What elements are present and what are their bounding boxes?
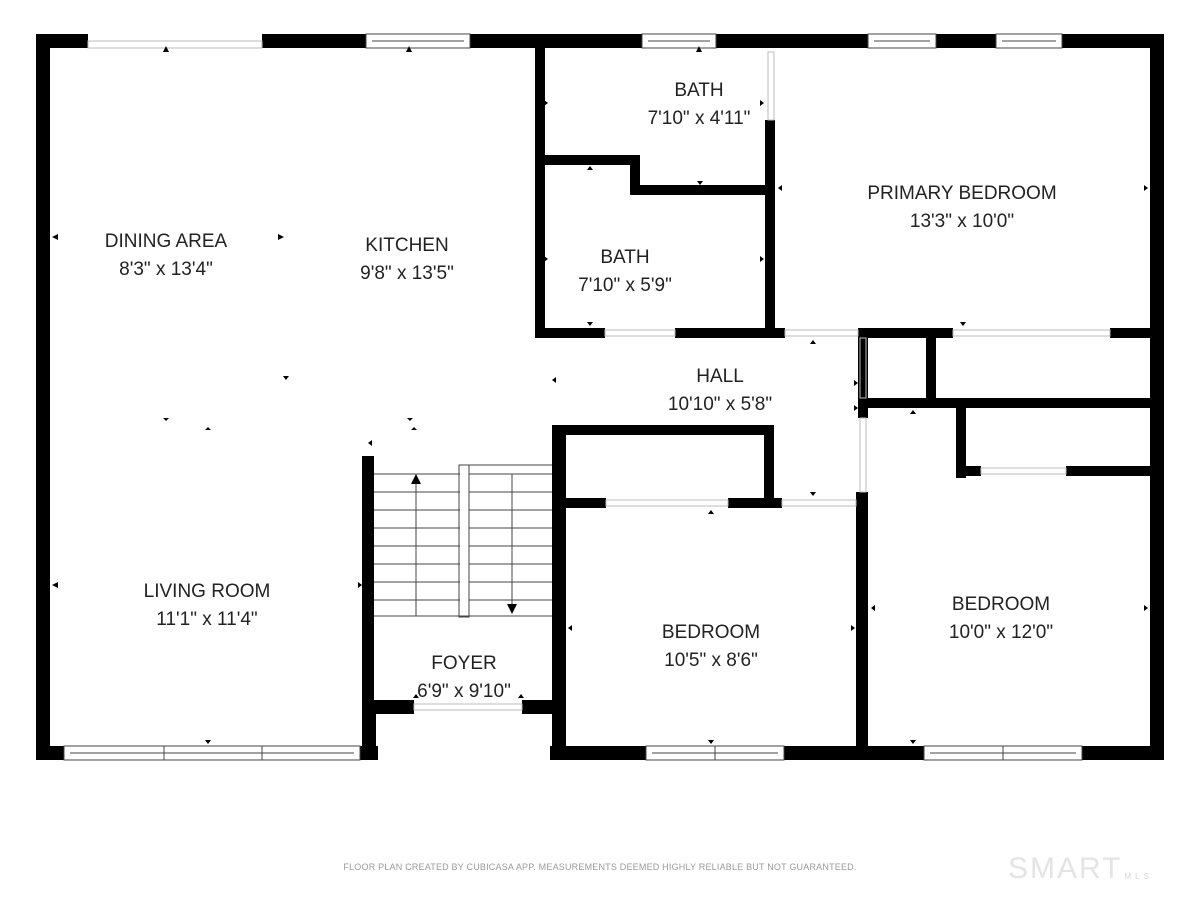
disclaimer-text: FLOOR PLAN CREATED BY CUBICASA APP. MEAS… bbox=[343, 862, 857, 872]
window-mullions bbox=[70, 40, 1076, 760]
wall-bed-left bbox=[552, 425, 566, 760]
wall-bath-divider-c bbox=[630, 185, 775, 195]
room-name-dining-area: DINING AREA bbox=[105, 231, 228, 252]
wall-bed-closet-right bbox=[764, 425, 774, 508]
wall-closet-top-a bbox=[858, 328, 953, 338]
opening bbox=[859, 417, 867, 493]
wall-bed-top bbox=[552, 425, 774, 435]
room-dims-foyer: 6'9" x 9'10" bbox=[417, 681, 511, 702]
room-name-hall: HALL bbox=[696, 366, 744, 387]
stair-up-arrow bbox=[411, 474, 421, 484]
room-name-bath-upper: BATH bbox=[674, 80, 723, 101]
wall-bed-closet-bottom-a bbox=[566, 498, 606, 508]
room-name-primary-bedroom: PRIMARY BEDROOM bbox=[867, 183, 1056, 204]
wall-bath-right bbox=[765, 120, 775, 338]
room-dims-hall: 10'10" x 5'8" bbox=[668, 394, 772, 415]
wall-bed-closet-bottom-b bbox=[728, 498, 782, 508]
wall-bath-divider-b bbox=[630, 155, 640, 195]
room-dims-primary-bedroom: 13'3" x 10'0" bbox=[910, 211, 1014, 232]
wall-closet2-vert bbox=[956, 408, 966, 478]
wall-bath-bottom-b bbox=[675, 328, 785, 338]
wall-bath-divider-a bbox=[535, 155, 640, 165]
room-dims-bath-upper: 7'10" x 4'11" bbox=[648, 108, 751, 129]
room-dims-living-room: 11'1" x 11'4" bbox=[156, 609, 257, 630]
opening bbox=[952, 329, 1111, 337]
wall-closet-vert bbox=[926, 338, 936, 408]
room-name-bedroom-right: BEDROOM bbox=[952, 594, 1050, 615]
wall-closet-mid bbox=[858, 398, 1164, 408]
opening bbox=[781, 499, 857, 507]
wall-closet-post bbox=[858, 338, 868, 418]
wall-foyer-left bbox=[362, 700, 376, 760]
room-dims-bedroom-right: 10'0" x 12'0" bbox=[949, 622, 1053, 643]
wall-closet2-bottom-a bbox=[956, 466, 981, 476]
room-dims-bedroom-center: 10'5" x 8'6" bbox=[664, 650, 758, 671]
stair-down-arrow bbox=[507, 604, 517, 614]
opening bbox=[413, 703, 523, 711]
wall-right bbox=[1150, 34, 1164, 760]
room-name-living-room: LIVING ROOM bbox=[144, 581, 271, 602]
room-name-bedroom-center: BEDROOM bbox=[662, 622, 760, 643]
room-name-foyer: FOYER bbox=[431, 653, 496, 674]
wall-bed-divider bbox=[856, 492, 868, 760]
room-dims-dining-area: 8'3" x 13'4" bbox=[119, 259, 213, 280]
wall-bath-left bbox=[535, 48, 545, 338]
room-name-kitchen: KITCHEN bbox=[365, 235, 448, 256]
logo-sub-text: MLS bbox=[1124, 872, 1153, 881]
walls bbox=[36, 34, 1164, 760]
wall-closet2-bottom-b bbox=[1066, 466, 1164, 476]
logo-main-text: SMART bbox=[1008, 852, 1123, 885]
wall-left bbox=[36, 34, 50, 760]
opening bbox=[604, 329, 676, 337]
opening bbox=[784, 329, 859, 337]
smart-mls-logo: SMART MLS bbox=[1008, 850, 1153, 884]
room-dims-bath-lower: 7'10" x 5'9" bbox=[578, 275, 672, 296]
wall-bath-bottom-a bbox=[535, 328, 605, 338]
opening bbox=[859, 337, 867, 399]
wall-foyer-stub-left bbox=[362, 700, 414, 714]
room-dims-kitchen: 9'8" x 13'5" bbox=[360, 263, 454, 284]
room-labels: DINING AREA 8'3" x 13'4" KITCHEN 9'8" x … bbox=[105, 80, 1057, 702]
stair-arrows bbox=[411, 474, 517, 614]
opening bbox=[980, 467, 1067, 475]
wall-closet-top-b bbox=[1110, 328, 1164, 338]
opening bbox=[767, 51, 775, 121]
room-name-bath-lower: BATH bbox=[600, 247, 649, 268]
measure-marks bbox=[52, 46, 1148, 744]
opening bbox=[87, 40, 263, 49]
wall-stair-rail bbox=[362, 456, 374, 700]
openings bbox=[87, 40, 1111, 711]
stairs bbox=[374, 464, 552, 618]
opening bbox=[605, 499, 729, 507]
